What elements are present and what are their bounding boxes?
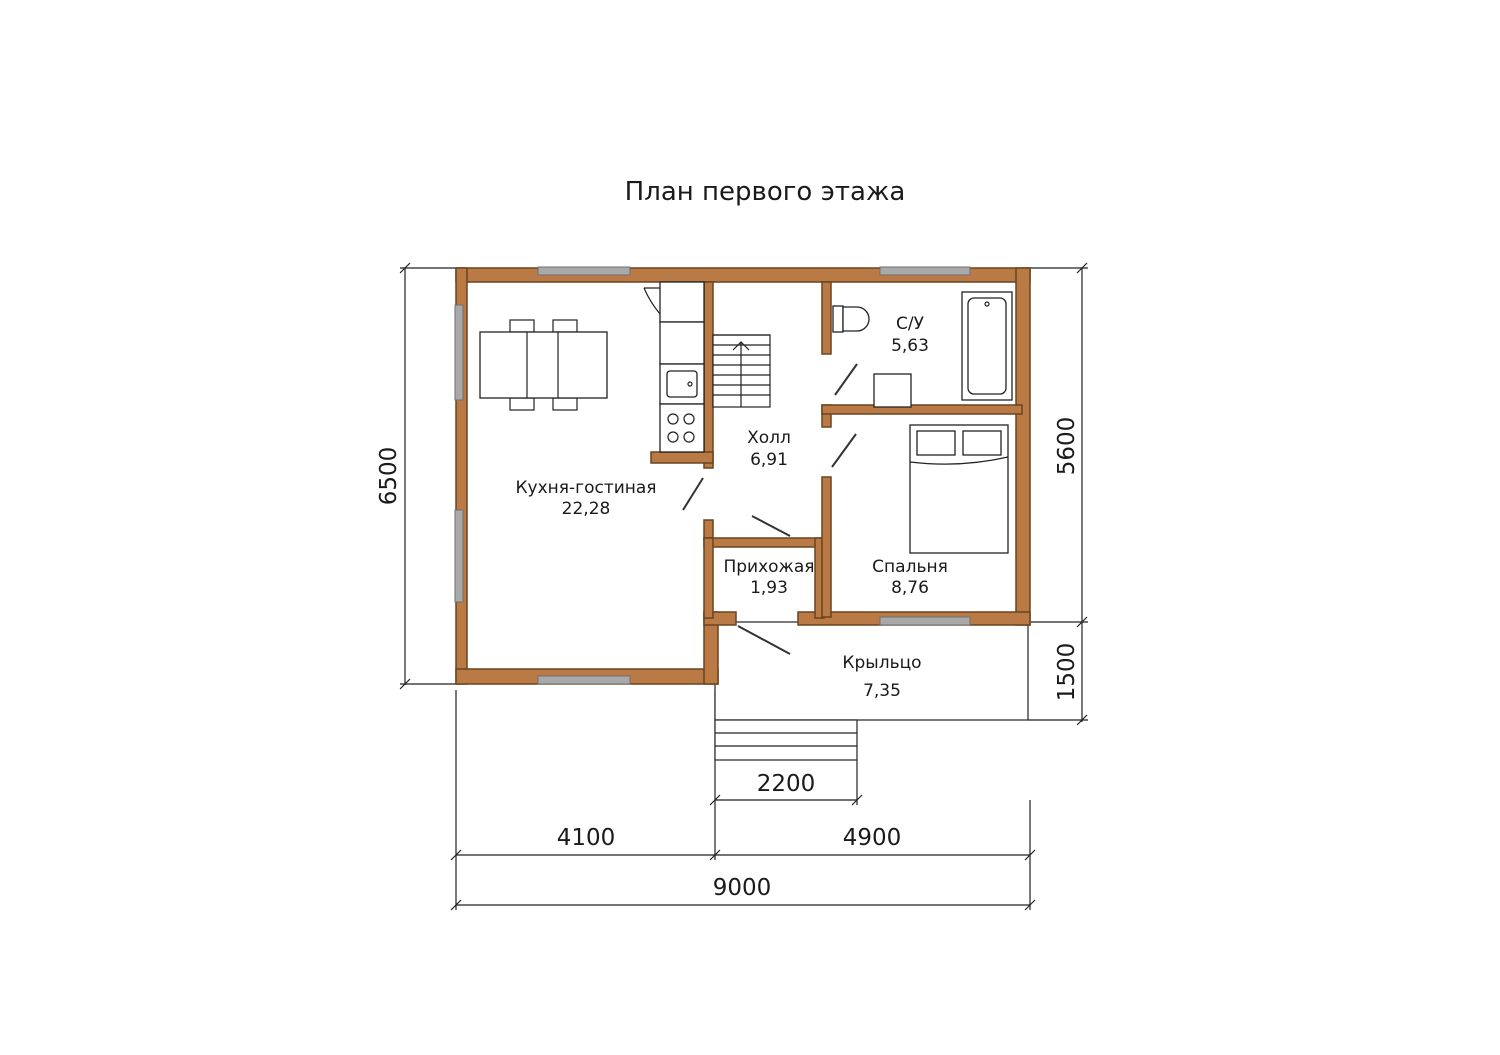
porch-steps: [714, 719, 858, 761]
kitchen-units: [643, 281, 705, 453]
dimension-right-width: 4900: [843, 825, 902, 851]
room-name-bathroom: С/У: [896, 314, 925, 334]
dimension-lines: [399, 262, 1088, 911]
dimension-right-height: 5600: [1054, 417, 1080, 476]
porch-slab: [714, 621, 1029, 721]
doors: [682, 363, 858, 655]
room-area-kitchen: 22,28: [562, 499, 611, 519]
room-area-bathroom: 5,63: [891, 336, 929, 356]
windows: [454, 266, 971, 685]
room-area-entrance: 1,93: [750, 578, 788, 598]
room-area-bedroom: 8,76: [891, 578, 929, 598]
room-name-entrance: Прихожая: [723, 557, 814, 577]
dimension-steps-width: 2200: [757, 771, 816, 797]
room-area-porch: 7,35: [863, 681, 901, 701]
plan-title: План первого этажа: [625, 177, 906, 207]
dining-table: [479, 319, 608, 411]
room-area-hall: 6,91: [750, 450, 788, 470]
dimension-left-width: 4100: [557, 825, 616, 851]
dimension-total-height: 6500: [376, 447, 402, 506]
bathroom-fixtures: [832, 291, 1013, 408]
walls: [455, 267, 1031, 685]
room-name-bedroom: Спальня: [872, 557, 948, 577]
bed: [909, 424, 1009, 554]
room-name-kitchen: Кухня-гостиная: [515, 478, 656, 498]
room-name-porch: Крыльцо: [842, 653, 921, 673]
staircase: [712, 334, 771, 408]
dimension-total-width: 9000: [713, 875, 772, 901]
dimension-porch-depth: 1500: [1054, 643, 1080, 702]
room-name-hall: Холл: [747, 428, 791, 448]
